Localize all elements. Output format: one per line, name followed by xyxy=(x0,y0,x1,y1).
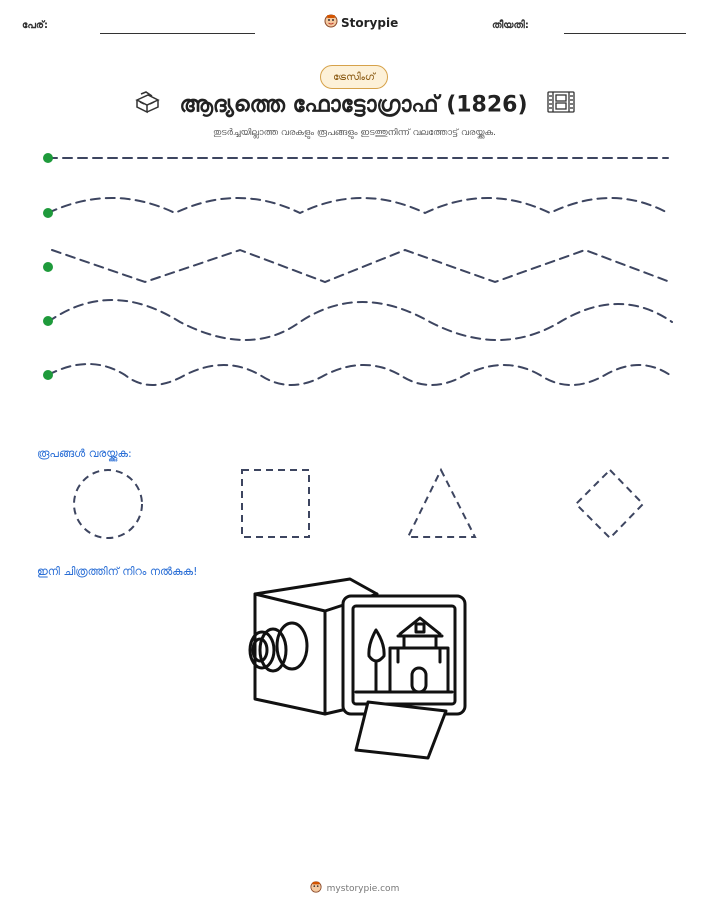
tracing-line-gentle-wave[interactable] xyxy=(47,299,673,341)
camera-lens xyxy=(275,621,309,671)
trace-triangle-shape[interactable] xyxy=(406,467,477,538)
start-dot xyxy=(43,262,53,272)
brand-logo: Storypie xyxy=(324,14,398,31)
footer: mystorypie.com xyxy=(0,881,709,896)
date-write-line[interactable] xyxy=(564,33,686,34)
start-dot xyxy=(43,370,53,380)
house xyxy=(398,616,442,636)
tracing-line-wave[interactable] xyxy=(47,197,669,215)
date-label: തീയതി: xyxy=(492,20,529,31)
trace-square-shape[interactable] xyxy=(241,469,310,538)
start-dot xyxy=(43,316,53,326)
treasure-box-icon xyxy=(134,90,160,120)
name-write-line[interactable] xyxy=(100,33,255,34)
photo-plate xyxy=(354,700,448,760)
shapes-heading: രൂപങ്ങൾ വരയ്ക്കുക: xyxy=(37,447,132,460)
start-dot xyxy=(43,208,53,218)
brand-name: Storypie xyxy=(341,15,399,30)
tracing-lines-area xyxy=(43,153,673,386)
camera-coloring-picture[interactable] xyxy=(240,574,470,764)
instructions-text: തുടർച്ചയില്ലാത്ത വരകളും രൂപങ്ങളും ഇടത്തു… xyxy=(213,128,496,138)
trace-diamond-shape[interactable] xyxy=(574,468,645,540)
trace-circle-shape[interactable] xyxy=(73,469,143,539)
storypie-mascot-icon xyxy=(324,14,338,31)
page-title-text: ആദ്യത്തെ ഫോട്ടോഗ്രാഫ് (1826) xyxy=(179,92,528,118)
start-dot xyxy=(43,153,53,163)
tracing-line-zigzag[interactable] xyxy=(51,248,671,284)
film-icon xyxy=(547,91,575,119)
shapes-area xyxy=(73,467,645,540)
tracing-line-tight-wave[interactable] xyxy=(47,363,671,386)
name-label: പേര്: xyxy=(22,20,48,31)
activity-badge: ട്രേസിംഗ് xyxy=(320,65,388,89)
footer-site-link[interactable]: mystorypie.com xyxy=(326,883,400,894)
coloring-heading: ഇനി ചിത്രത്തിന് നിറം നൽകുക! xyxy=(37,565,198,578)
storypie-mascot-icon xyxy=(310,881,322,896)
page-title: ആദ്യത്തെ ഫോട്ടോഗ്രാഫ് (1826) xyxy=(0,90,709,120)
